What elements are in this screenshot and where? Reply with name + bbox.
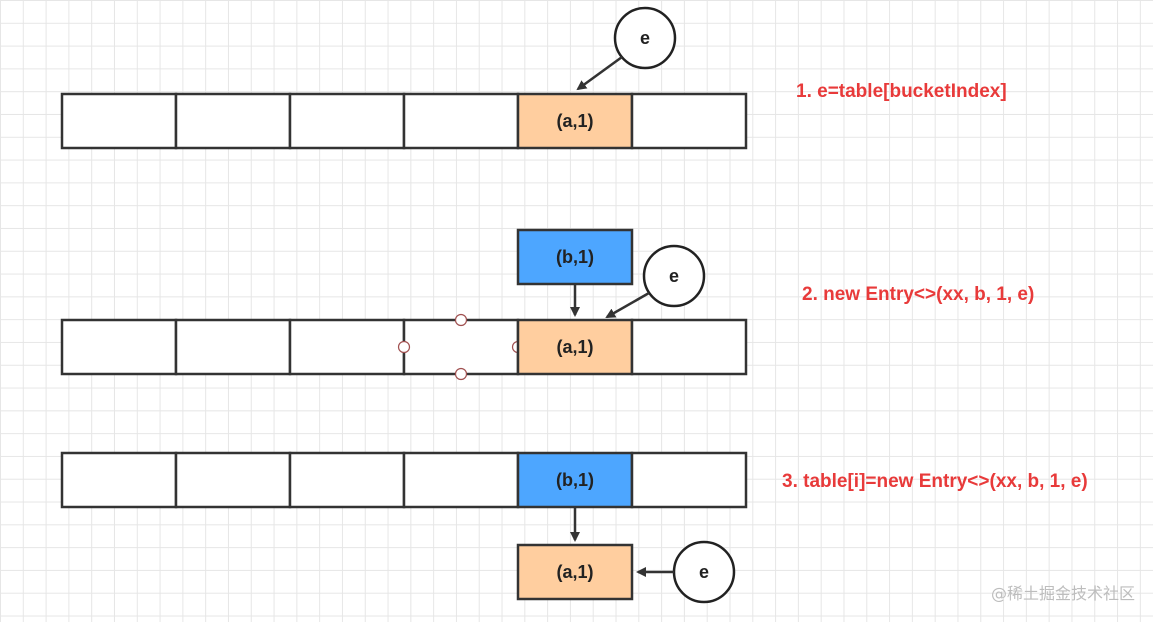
entry-label: (a,1) (556, 562, 593, 582)
selection-handle-left[interactable] (397, 340, 411, 354)
step-3-bucket-3 (402, 451, 520, 509)
step-2-label: 2. new Entry<>(xx, b, 1, e) (802, 284, 1035, 305)
step-3-table: (b,1) (60, 451, 748, 509)
step-3-bucket-1 (174, 451, 292, 509)
entry-label: (b,1) (556, 247, 594, 267)
step-1-bucket-0 (60, 92, 178, 150)
pointer-label: e (699, 562, 709, 582)
step-3-chained-node-a: (a,1) (516, 543, 634, 601)
entry-label: (b,1) (556, 470, 594, 490)
step-1-bucket-2 (288, 92, 406, 150)
step-3-group: (b,1) (a,1) e (60, 451, 748, 604)
pointer-label: e (669, 266, 679, 286)
step-3-bucket-4-entry-b: (b,1) (516, 451, 634, 509)
step-1-pointer-e: e (613, 6, 677, 70)
step-1-group: (a,1) e (60, 6, 748, 150)
step-2-pointer-e: e (642, 244, 706, 308)
step-2-bucket-2 (288, 318, 406, 376)
step-3-bucket-0 (60, 451, 178, 509)
step-2-bucket-0 (60, 318, 178, 376)
step-2-pointer-arrow (605, 291, 650, 319)
step-3-bucket-5 (630, 451, 748, 509)
selection-handle-top[interactable] (454, 313, 468, 327)
step-2-bucket-3-selected[interactable] (397, 313, 525, 381)
step-3-bucket-2 (288, 451, 406, 509)
step-2-new-node-b: (b,1) (516, 228, 634, 286)
entry-label: (a,1) (556, 111, 593, 131)
step-3-label: 3. table[i]=new Entry<>(xx, b, 1, e) (782, 471, 1088, 492)
step-2-bucket-5 (630, 318, 748, 376)
step-2-table: (a,1) (60, 313, 748, 381)
step-2-group: (b,1) (60, 228, 748, 381)
step-1-bucket-1 (174, 92, 292, 150)
step-1-bucket-5 (630, 92, 748, 150)
step-1-label: 1. e=table[bucketIndex] (796, 81, 1007, 102)
step-2-bucket-4-entry-a: (a,1) (516, 318, 634, 376)
step-2-bucket-1 (174, 318, 292, 376)
step-1-pointer-arrow (576, 55, 623, 91)
step-1-bucket-4-entry-a: (a,1) (516, 92, 634, 150)
step-3-pointer-e: e (672, 540, 736, 604)
watermark: @稀土掘金技术社区 (990, 584, 1135, 603)
step-1-bucket-3 (402, 92, 520, 150)
pointer-label: e (640, 28, 650, 48)
selection-handle-bottom[interactable] (454, 367, 468, 381)
entry-label: (a,1) (556, 337, 593, 357)
step-1-table: (a,1) (60, 92, 748, 150)
